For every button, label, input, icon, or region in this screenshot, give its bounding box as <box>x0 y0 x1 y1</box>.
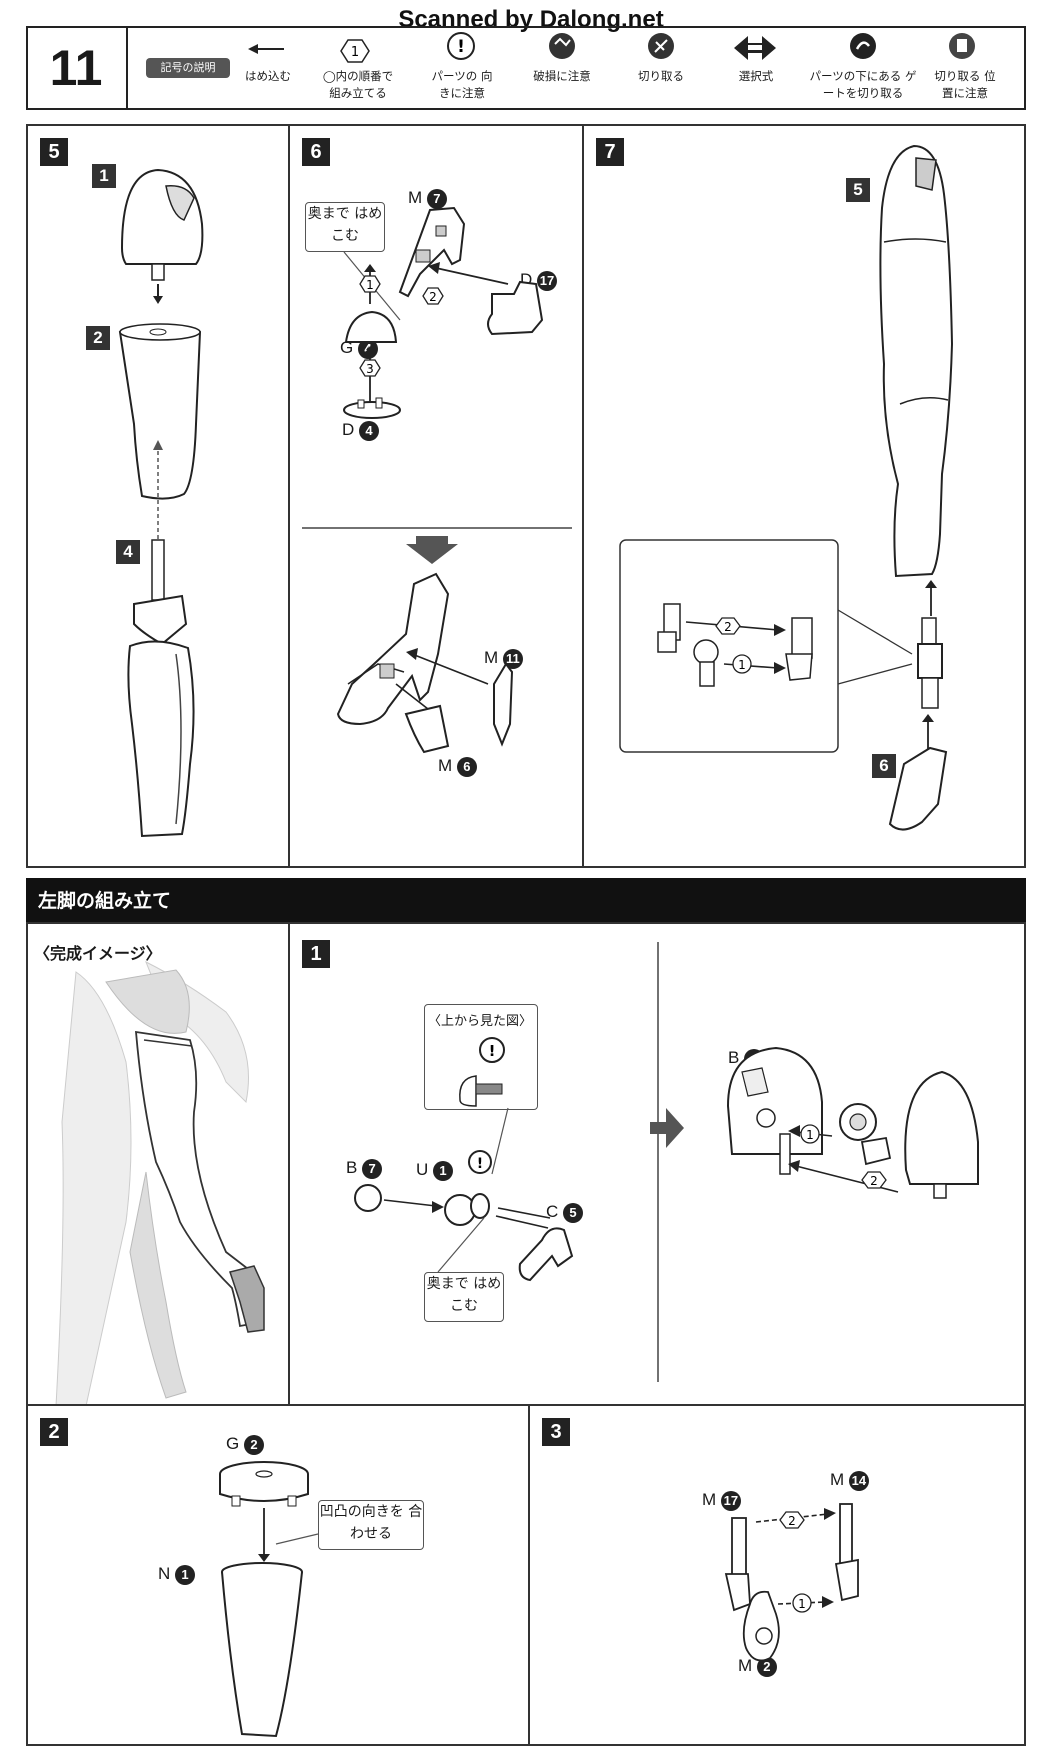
step1-number: 1 <box>302 940 330 968</box>
legend-icons: 1 ! <box>248 32 975 63</box>
svg-text:2: 2 <box>788 1514 796 1528</box>
legend-text-5: 選択式 <box>738 69 774 83</box>
arrow-left-icon <box>248 44 284 54</box>
svg-text:1: 1 <box>738 658 746 672</box>
svg-text:!: ! <box>457 37 465 57</box>
step2-drawing <box>219 1461 319 1738</box>
step7-drawing: 2 1 <box>619 144 954 831</box>
legend-header <box>26 26 1026 110</box>
part-u1: U 1 <box>416 1160 454 1181</box>
breakage-caution-icon <box>549 33 575 59</box>
part-n1: N 1 <box>158 1564 196 1585</box>
step1-callout: 奥まで はめこむ <box>424 1272 504 1322</box>
legend-text-6: パーツの下にある ゲートを切り取る <box>809 69 917 100</box>
section-title: 左脚の組み立て <box>26 878 1026 924</box>
part-m7: M 7 <box>408 188 447 209</box>
step5-number: 5 <box>40 138 68 166</box>
step6-number: 6 <box>302 138 330 166</box>
svg-text:1: 1 <box>806 1128 814 1142</box>
order-2: 2 <box>429 290 437 304</box>
svg-text:!: ! <box>477 1156 483 1172</box>
gate-under-part-icon <box>850 33 876 59</box>
part-g2: G 2 <box>226 1434 264 1455</box>
ref-step-2: 2 <box>86 326 110 350</box>
step2-callout: 凹凸の向きを 合わせる <box>318 1500 424 1550</box>
complete-image-illustration <box>55 960 265 1407</box>
part-m17: M 17 <box>702 1490 741 1511</box>
ref-step-4: 4 <box>116 540 140 564</box>
scanner-watermark: Scanned by Dalong.net <box>398 6 664 33</box>
svg-text:!: ! <box>489 1042 496 1060</box>
ref-step-6: 6 <box>872 754 896 778</box>
legend-title: 記号の説明 <box>146 58 230 78</box>
topview-label: 〈上から見た図〉 <box>427 1014 532 1029</box>
svg-text:1: 1 <box>798 1597 806 1611</box>
part-m11: M 11 <box>484 648 523 669</box>
legend-text-2: パーツの 向きに注意 <box>431 69 493 100</box>
part-b7: B 7 <box>346 1158 383 1179</box>
step1-drawing: ! ! 1 2 <box>354 942 979 1382</box>
cut-position-icon <box>949 33 975 59</box>
page-step-number: 11 <box>26 26 128 110</box>
legend-text-1: ◯内の順番で 組み立てる <box>322 69 394 100</box>
step3-panel <box>528 1404 1026 1746</box>
choice-arrow-icon <box>734 36 776 60</box>
topview-box <box>424 1004 538 1110</box>
step6-drawing: 2 1 3 <box>302 206 572 754</box>
step3-drawing: 2 1 <box>724 1503 859 1662</box>
legend-text-4: 切り取る <box>638 69 684 83</box>
part-m6: M 6 <box>438 756 477 777</box>
complete-image-label: 〈完成イメージ〉 <box>34 946 162 963</box>
cut-icon <box>648 33 674 59</box>
hexagon-number-icon: 1 <box>340 39 370 63</box>
svg-text:2: 2 <box>870 1174 878 1188</box>
part-d4: D 4 <box>342 420 380 441</box>
step6-callout: 奥まで はめこむ <box>305 202 385 252</box>
step7-number: 7 <box>596 138 624 166</box>
legend-text-7: 切り取る 位置に注意 <box>934 69 996 100</box>
svg-text:2: 2 <box>724 620 732 634</box>
step3-number: 3 <box>542 1418 570 1446</box>
step2-number: 2 <box>40 1418 68 1446</box>
part-m2: M 2 <box>738 1656 777 1677</box>
ref-step-1: 1 <box>92 164 116 188</box>
legend-text-0: はめ込む <box>245 69 291 83</box>
svg-text:1: 1 <box>366 278 374 292</box>
part-m14: M 14 <box>830 1470 869 1491</box>
step5-drawing <box>118 168 204 838</box>
svg-text:1: 1 <box>351 45 359 60</box>
legend-text-3: 破損に注意 <box>533 69 591 83</box>
caution-icon: ! <box>447 32 475 60</box>
svg-text:3: 3 <box>366 362 374 376</box>
part-c5: C 5 <box>546 1202 584 1223</box>
step1-panel <box>288 922 1026 1406</box>
ref-step-5: 5 <box>846 178 870 202</box>
